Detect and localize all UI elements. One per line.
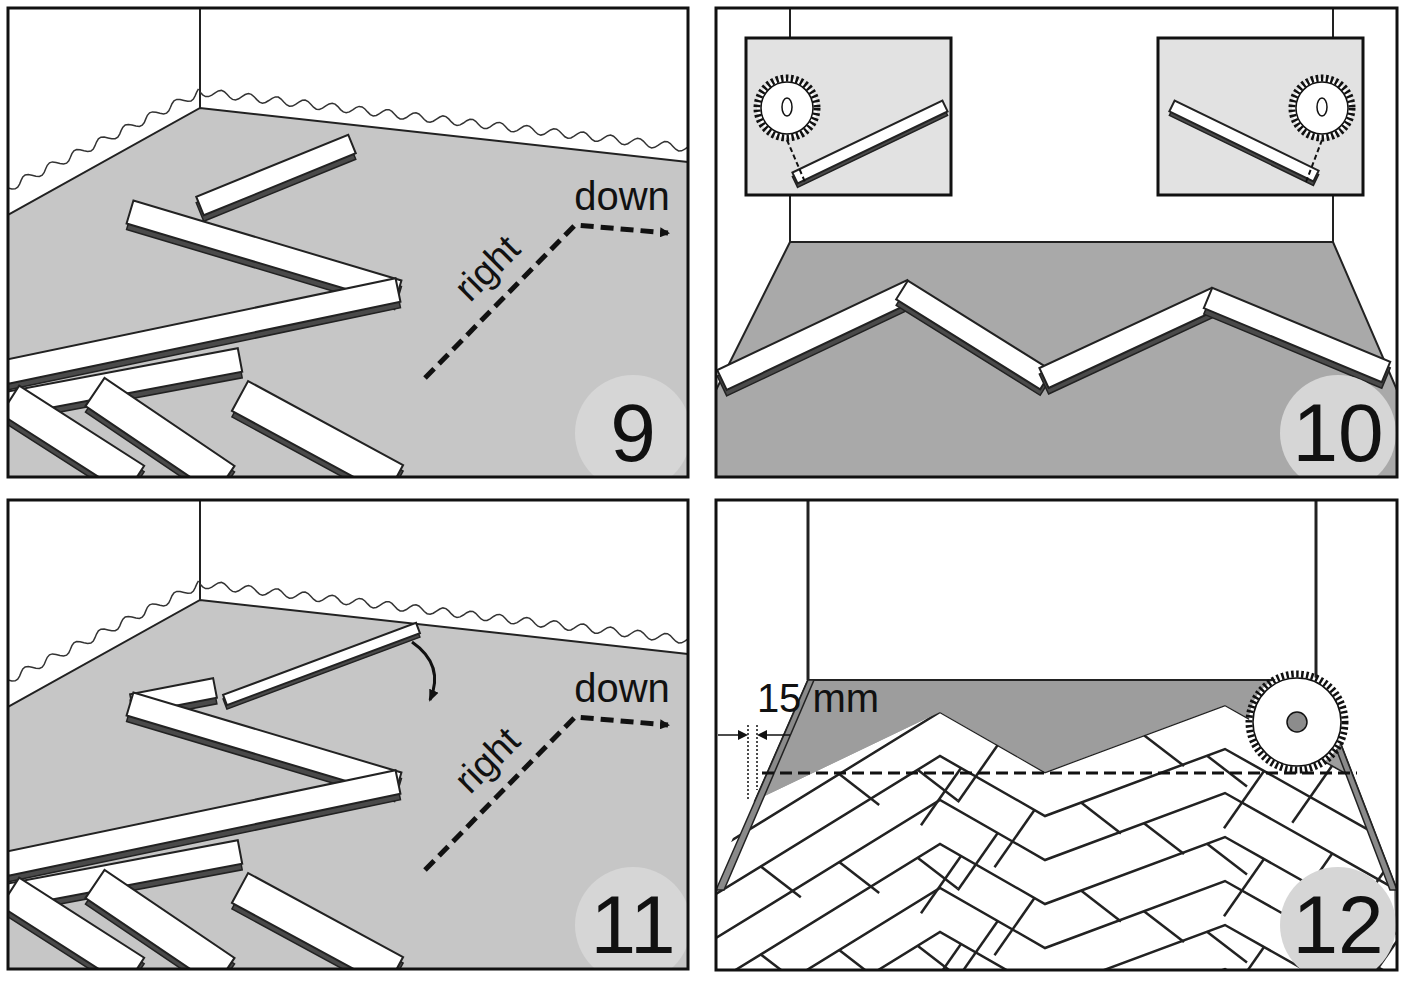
callout-number: 10 bbox=[1292, 392, 1383, 474]
room-panel bbox=[8, 500, 688, 969]
plank-joint bbox=[958, 833, 998, 890]
saw-hub bbox=[782, 98, 792, 116]
plank-joint bbox=[1207, 932, 1247, 963]
plank-joint bbox=[995, 898, 1035, 955]
saw-teeth bbox=[1292, 78, 1352, 138]
saw-hub bbox=[1317, 98, 1327, 116]
plank-joint bbox=[839, 950, 879, 970]
plank-joint bbox=[1144, 823, 1184, 854]
plank bbox=[223, 623, 420, 705]
plank-joint bbox=[1081, 803, 1121, 834]
saw-blade bbox=[1253, 678, 1341, 766]
direction-label: down bbox=[574, 668, 670, 708]
plank-joint bbox=[921, 944, 961, 970]
plank-joint bbox=[1144, 911, 1184, 942]
plank-joint bbox=[1207, 756, 1247, 787]
dimension-label: 15 mm bbox=[757, 678, 879, 718]
plank-joint bbox=[1224, 771, 1264, 828]
callout-number: 12 bbox=[1292, 884, 1383, 966]
callout-number: 11 bbox=[590, 884, 675, 966]
plank-joint bbox=[716, 881, 1397, 970]
cut-line bbox=[787, 140, 805, 182]
dimension-arrow bbox=[718, 734, 746, 736]
plank bbox=[717, 280, 916, 390]
plank-joint bbox=[921, 856, 961, 913]
plank-joint bbox=[716, 705, 1397, 850]
cut-line bbox=[762, 772, 1357, 775]
callout-number: 9 bbox=[610, 392, 656, 474]
plank bbox=[232, 873, 403, 969]
lower-arrow bbox=[412, 642, 435, 700]
dimension-line bbox=[747, 725, 749, 800]
wall-corner bbox=[807, 500, 810, 680]
saw-teeth bbox=[757, 78, 817, 138]
plank-joint bbox=[716, 837, 1397, 970]
wall-corner bbox=[1315, 500, 1318, 680]
plank-joint bbox=[839, 774, 879, 805]
room-panel bbox=[8, 8, 688, 477]
saw-blade bbox=[761, 82, 813, 134]
plank bbox=[85, 378, 234, 477]
plank bbox=[896, 281, 1052, 390]
plank bbox=[196, 135, 356, 216]
floor bbox=[716, 242, 1397, 477]
detail-inset bbox=[746, 38, 951, 195]
dimension-arrow bbox=[759, 734, 790, 736]
panel-border bbox=[8, 500, 688, 969]
callout-circle bbox=[575, 867, 688, 969]
plank-joint bbox=[1144, 735, 1184, 766]
panel-border bbox=[716, 500, 1397, 970]
panel-border bbox=[716, 8, 1397, 477]
panel-12 bbox=[716, 500, 1397, 970]
plank-joint bbox=[761, 954, 801, 970]
plank-joint bbox=[839, 862, 879, 893]
panel-border bbox=[8, 8, 688, 477]
direction-arrow bbox=[425, 225, 668, 378]
wall-edge bbox=[200, 582, 688, 643]
plank-joint bbox=[1224, 947, 1264, 970]
wall-edge bbox=[200, 90, 688, 150]
saw-teeth bbox=[1249, 674, 1345, 770]
plank-joint bbox=[995, 810, 1035, 867]
wall-edge bbox=[8, 89, 199, 189]
direction-arrow bbox=[425, 717, 668, 870]
plank-joint bbox=[1224, 859, 1264, 916]
plank bbox=[232, 381, 403, 477]
plank bbox=[1204, 288, 1390, 382]
saw-blade bbox=[1296, 82, 1348, 134]
panel-10 bbox=[716, 8, 1397, 477]
cut-line bbox=[1306, 140, 1322, 182]
plank-joint bbox=[761, 866, 801, 897]
plank-joint bbox=[1081, 891, 1121, 922]
detail-inset bbox=[1158, 38, 1363, 195]
plank-joint bbox=[921, 768, 961, 825]
saw-hub bbox=[1287, 712, 1307, 732]
callout-circle bbox=[1280, 867, 1396, 970]
panel-ground bbox=[716, 8, 1397, 477]
callout-circle bbox=[1280, 375, 1396, 477]
plank bbox=[85, 870, 234, 969]
direction-label: down bbox=[574, 176, 670, 216]
floor bbox=[716, 680, 1397, 970]
plank bbox=[1039, 288, 1220, 388]
plank-joint bbox=[918, 858, 958, 889]
plank-joint bbox=[1207, 844, 1247, 875]
dimension-line bbox=[756, 725, 758, 790]
wall-edge bbox=[8, 581, 199, 681]
callout-circle bbox=[575, 375, 688, 477]
